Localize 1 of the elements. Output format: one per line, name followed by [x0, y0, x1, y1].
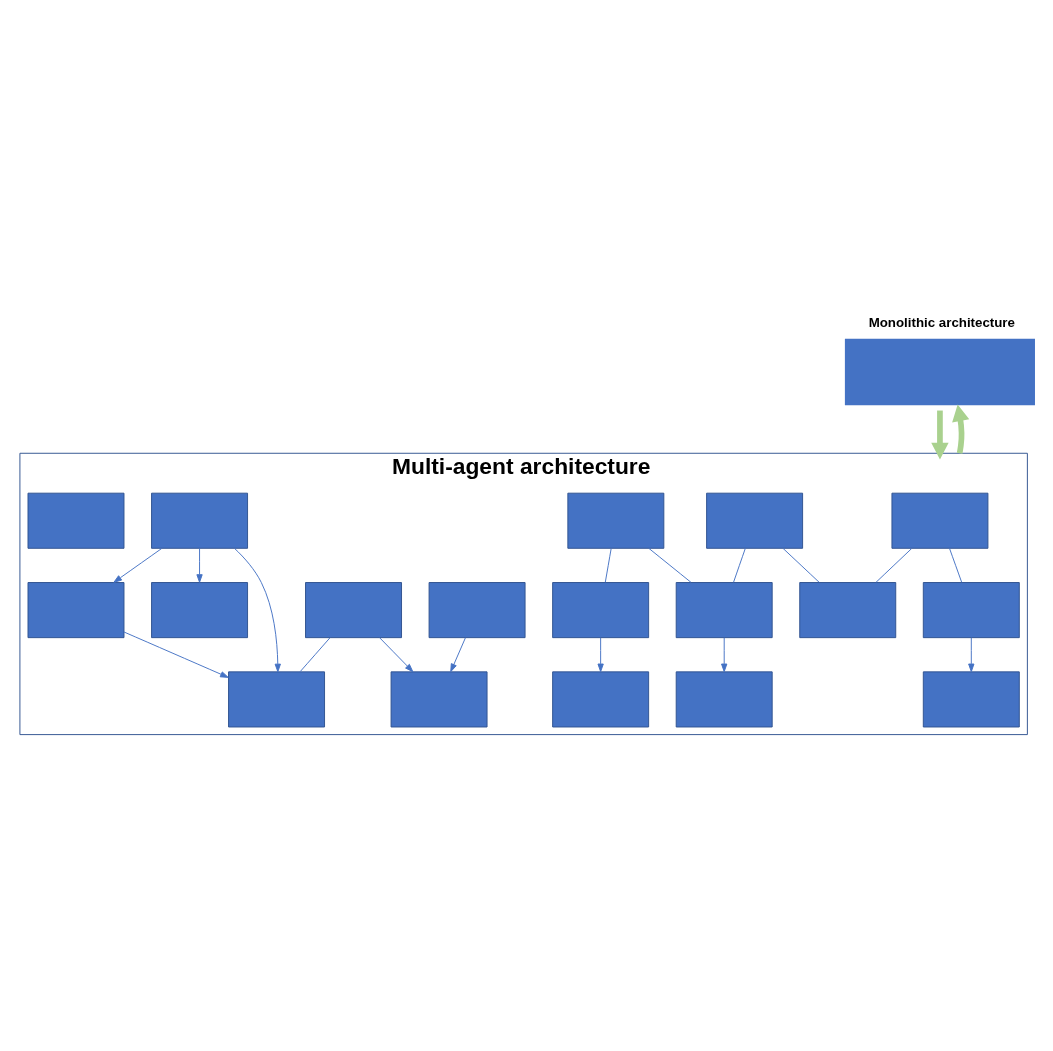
node-label: Monolithic architecture	[868, 314, 1015, 330]
